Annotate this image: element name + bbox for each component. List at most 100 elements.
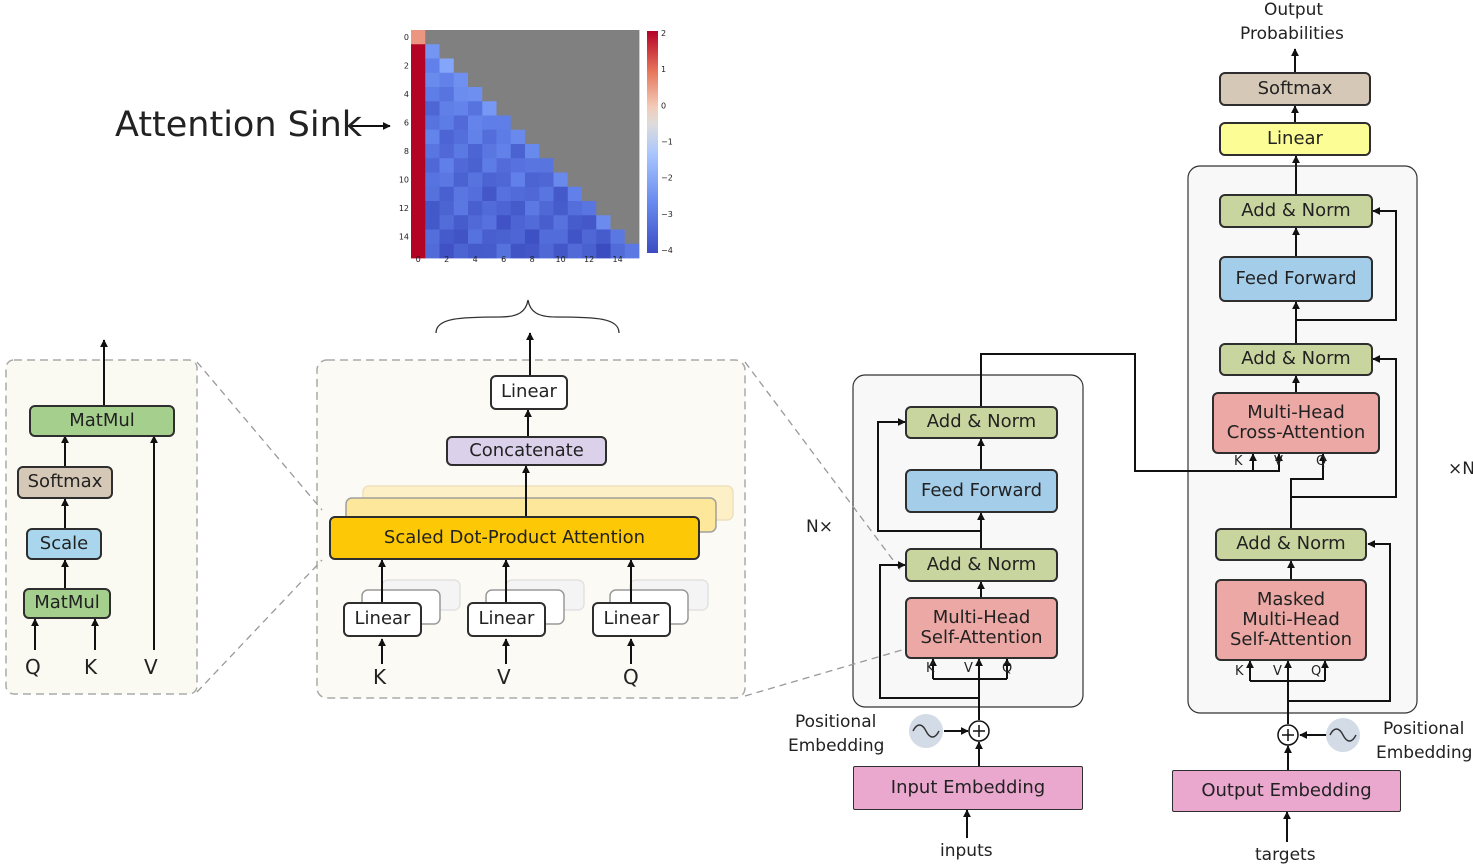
heatmap-cell [453, 158, 469, 173]
heatmap-cell [425, 87, 440, 102]
heatmap-masked-cell [582, 172, 597, 188]
heatmap-cell [496, 229, 512, 245]
heatmap-cell [510, 129, 526, 145]
heatmap-masked-cell [553, 30, 569, 45]
heatmap-cell [425, 186, 440, 202]
heatmap-masked-cell [567, 115, 583, 131]
heatmap-masked-cell [582, 30, 597, 45]
heatmap-masked-cell [567, 129, 583, 145]
heatmap-cell [553, 215, 569, 230]
heatmap-cell [439, 158, 455, 173]
heatmap-masked-cell [567, 30, 583, 45]
heatmap-masked-cell [553, 87, 569, 102]
heatmap-masked-cell [553, 115, 569, 131]
heatmap-cell [610, 229, 626, 245]
decoder-softmax: Softmax [1219, 72, 1371, 106]
heatmap-cell [496, 129, 512, 145]
heatmap-masked-cell [453, 30, 469, 45]
heatmap-masked-cell [510, 87, 526, 102]
heatmap-masked-cell [539, 44, 554, 59]
heatmap-cell [411, 144, 426, 159]
heatmap-masked-cell [510, 44, 526, 59]
heatmap-cell [453, 186, 469, 202]
heatmap-masked-cell [496, 44, 512, 59]
heatmap-masked-cell [539, 87, 554, 102]
heatmap-masked-cell [496, 58, 512, 74]
heatmap-cell [539, 201, 554, 216]
cross-k-label: K [1234, 454, 1243, 469]
heatmap-cell [525, 172, 540, 188]
connection-arrows [31, 48, 1397, 842]
heatmap-masked-cell [624, 144, 640, 159]
encoder-k-label: K [926, 661, 935, 676]
heatmap-masked-cell [582, 87, 597, 102]
heatmap-cell [439, 229, 455, 245]
self-k-label: K [1235, 664, 1244, 679]
heatmap-cell [439, 87, 455, 102]
encoder-v-label: V [964, 661, 973, 676]
output-label-line1: Output [1264, 0, 1324, 20]
heatmap-cell [567, 186, 583, 202]
heatmap-masked-cell [525, 72, 540, 88]
heatmap-masked-cell [482, 58, 497, 74]
heatmap-masked-cell [610, 201, 626, 216]
heatmap-cell [525, 215, 540, 230]
heatmap-cell [496, 158, 512, 173]
heatmap-masked-cell [567, 87, 583, 102]
heatmap-masked-cell [567, 101, 583, 116]
heatmap-masked-cell [453, 44, 469, 59]
colorbar-tick: 1 [661, 65, 666, 74]
heatmap-masked-cell [582, 101, 597, 116]
heatmap-cell [439, 72, 455, 88]
mha-input-k: K [373, 665, 387, 689]
heatmap-cell [425, 201, 440, 216]
heatmap-cell [496, 243, 512, 259]
heatmap-cell [411, 129, 426, 145]
heatmap-cell [425, 229, 440, 245]
heatmap-masked-cell [624, 72, 640, 88]
heatmap-cell [525, 243, 540, 259]
encoder-pos-embedding-line1: Positional [795, 712, 877, 732]
heatmap-masked-cell [610, 158, 626, 173]
heatmap-masked-cell [496, 101, 512, 116]
encoder-add-norm-top: Add & Norm [905, 406, 1058, 439]
heatmap-masked-cell [582, 44, 597, 59]
heatmap-masked-cell [567, 144, 583, 159]
linear-v-block: Linear [467, 602, 546, 637]
heatmap-masked-cell [582, 72, 597, 88]
heatmap-cell [482, 172, 497, 188]
heatmap-masked-cell [624, 186, 640, 202]
heatmap-cell [425, 243, 440, 259]
heatmap-masked-cell [610, 172, 626, 188]
heatmap-cell [453, 229, 469, 245]
masked-attention-line3: Self-Attention [1229, 629, 1353, 651]
heatmap-masked-cell [539, 115, 554, 131]
heatmap-cell [539, 243, 554, 259]
heatmap-cell [553, 229, 569, 245]
heatmap-cell [624, 243, 640, 259]
heatmap-cell [468, 172, 483, 188]
heatmap-cell [439, 243, 455, 259]
heatmap-cell [482, 158, 497, 173]
heatmap-masked-cell [439, 44, 455, 59]
colorbar-tick: −1 [661, 138, 673, 147]
sdpa-input-v: V [144, 655, 158, 679]
linear-k-block: Linear [343, 602, 422, 637]
encoder-repeat-label: N× [806, 517, 833, 537]
heatmap-cell [525, 186, 540, 202]
heatmap-colorbar [647, 31, 658, 253]
softmax-block: Softmax [17, 466, 113, 499]
heatmap-cell [596, 215, 611, 230]
heatmap-masked-cell [596, 201, 611, 216]
heatmap-cell [411, 186, 426, 202]
heatmap-y-tick: 4 [404, 90, 409, 99]
heatmap-masked-cell [525, 44, 540, 59]
heatmap-masked-cell [582, 144, 597, 159]
heatmap-masked-cell [482, 87, 497, 102]
heatmap-cell [482, 229, 497, 245]
heatmap-cell [510, 201, 526, 216]
cross-v-label: V [1274, 454, 1283, 469]
heatmap-cell [468, 243, 483, 259]
heatmap-masked-cell [624, 201, 640, 216]
